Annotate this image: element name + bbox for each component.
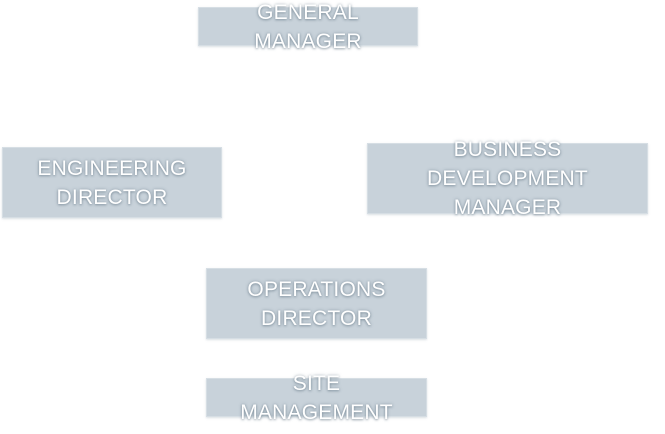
general-manager-box: GENERAL MANAGER (198, 1, 418, 53)
operations-director-label: OPERATIONS DIRECTOR (247, 277, 386, 330)
site-management-box: SITE MANAGEMENT (206, 372, 427, 424)
business-development-manager-label: BUSINESS DEVELOPMENT MANAGER (427, 138, 588, 219)
engineering-director-label: ENGINEERING DIRECTOR (37, 156, 187, 209)
general-manager-label: GENERAL MANAGER (254, 0, 362, 53)
site-management-label: SITE MANAGEMENT (240, 371, 393, 424)
engineering-director-box: ENGINEERING DIRECTOR (2, 147, 222, 218)
business-development-manager-box: BUSINESS DEVELOPMENT MANAGER (367, 138, 648, 219)
operations-director-box: OPERATIONS DIRECTOR (206, 268, 427, 339)
